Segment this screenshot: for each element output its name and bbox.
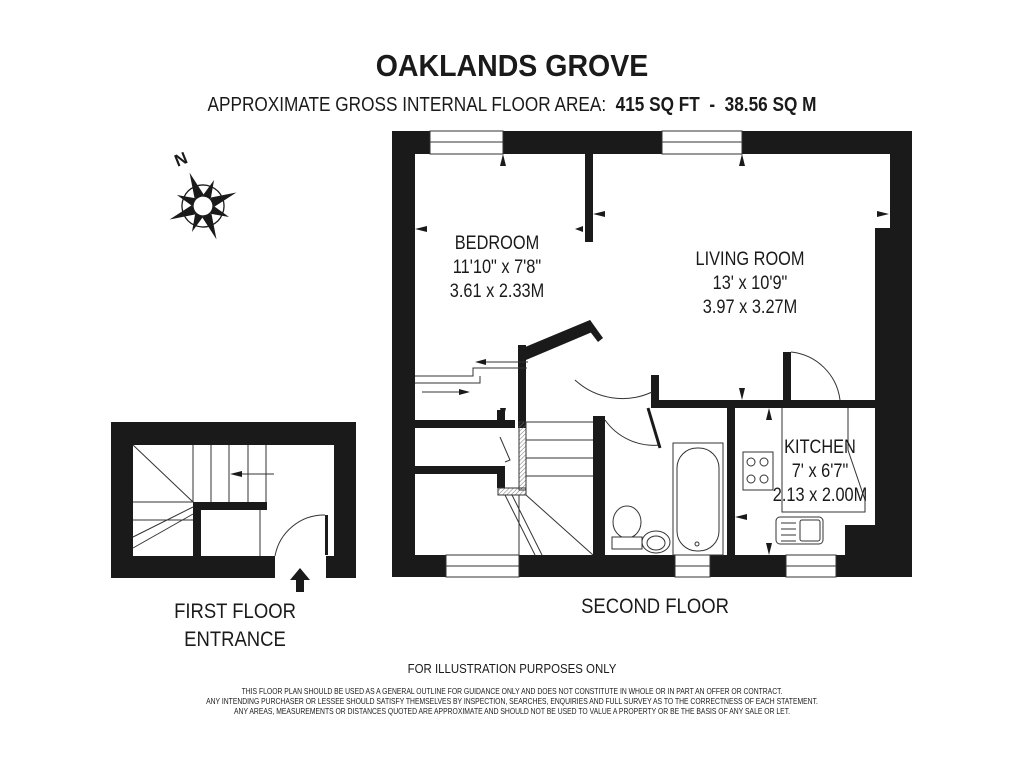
entrance-door-swing: [274, 514, 326, 557]
floor-area-separator: -: [709, 94, 716, 116]
floor-area-label: APPROXIMATE GROSS INTERNAL FLOOR AREA:: [207, 94, 607, 116]
kitchen-fixtures: [742, 408, 866, 545]
bathroom-fixtures: [611, 442, 724, 556]
first-floor-label: FIRST FLOOR ENTRANCE: [160, 598, 310, 654]
compass-rose-icon: [169, 172, 237, 240]
room-dimensions-imperial: 7' x 6'7": [791, 461, 849, 482]
room-dimensions-imperial: 11'10" x 7'8": [452, 257, 542, 278]
window: [661, 130, 743, 155]
floor-area-sqm: 38.56 SQ M: [724, 94, 817, 116]
disclaimer-line-2: ANY INTENDING PURCHASER OR LESSEE SHOULD…: [206, 696, 818, 706]
first-floor-staircase: [132, 444, 326, 557]
hob-icon: [742, 451, 774, 491]
disclaimer-line-3: ANY AREAS, MEASUREMENTS OR DISTANCES QUO…: [234, 706, 790, 716]
window: [674, 554, 711, 578]
room-dimensions-metric: 3.97 x 3.27M: [702, 297, 798, 318]
dimension-markers: [415, 154, 889, 555]
floor-area-sqft: 415 SQ FT: [615, 94, 700, 116]
disclaimer-line-1: THIS FLOOR PLAN SHOULD BE USED AS A GENE…: [241, 686, 783, 696]
first-floor-plan: [111, 422, 356, 592]
second-floor-label: SECOND FLOOR: [581, 595, 729, 618]
stair-direction-arrows: [415, 359, 528, 395]
plan-title: OAKLANDS GROVE: [375, 48, 649, 83]
room-name: BEDROOM: [454, 233, 540, 254]
window: [445, 554, 520, 578]
toilet-icon: [612, 505, 642, 539]
room-label-bedroom: BEDROOM 11'10" x 7'8" 3.61 x 2.33M: [441, 232, 553, 304]
room-label-living-room: LIVING ROOM 13' x 10'9" 3.97 x 3.27M: [686, 248, 815, 320]
room-label-kitchen: KITCHEN 7' x 6'7" 2.13 x 2.00M: [768, 436, 871, 508]
sink-icon: [775, 516, 824, 545]
room-dimensions-imperial: 13' x 10'9": [712, 273, 788, 294]
door-swing: [499, 351, 841, 463]
first-floor-label-line1: FIRST FLOOR: [174, 600, 296, 623]
interior-walls: [415, 154, 875, 557]
staircase: [497, 421, 594, 556]
floor-area-summary: APPROXIMATE GROSS INTERNAL FLOOR AREA: 4…: [72, 94, 953, 117]
first-floor-label-line2: ENTRANCE: [184, 628, 286, 651]
room-name: LIVING ROOM: [695, 249, 805, 270]
window: [429, 130, 504, 155]
room-dimensions-metric: 3.61 x 2.33M: [449, 281, 545, 302]
room-dimensions-metric: 2.13 x 2.00M: [772, 485, 868, 506]
illustration-note: FOR ILLUSTRATION PURPOSES ONLY: [407, 661, 617, 676]
second-floor-plan: [392, 131, 912, 577]
window: [785, 554, 837, 578]
room-name: KITCHEN: [784, 437, 856, 458]
